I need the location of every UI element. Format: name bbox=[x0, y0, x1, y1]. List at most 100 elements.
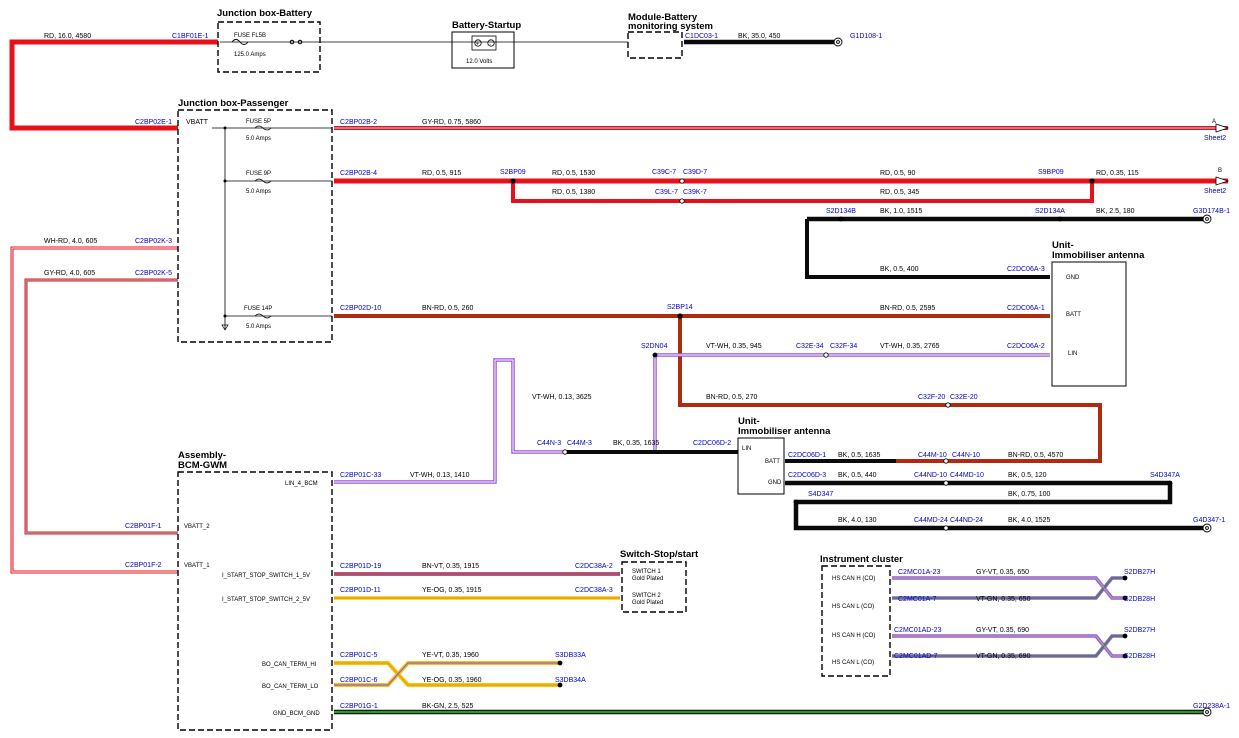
conn-c2bp01c5[interactable]: C2BP01C-5 bbox=[340, 652, 377, 659]
conn-c2dc06d2[interactable]: C2DC06D-2 bbox=[693, 440, 731, 447]
conn-c2bp02k3[interactable]: C2BP02K-3 bbox=[135, 238, 172, 245]
wire-rd-battery-feed[interactable] bbox=[9, 39, 218, 131]
conn-s3db33a[interactable]: S3DB33A bbox=[555, 652, 586, 659]
fuse-9p-amps: 5.0 Amps bbox=[246, 189, 271, 195]
wire-cluster-can-pairs[interactable] bbox=[892, 576, 1125, 658]
conn-c39l7[interactable]: C39L-7 bbox=[655, 189, 678, 196]
svg-text:+: + bbox=[476, 42, 479, 48]
junction-box-battery[interactable] bbox=[217, 21, 321, 73]
wire-label-bk05-440: BK, 0.5, 440 bbox=[838, 472, 877, 479]
wire-label-vtwh-2765: VT-WH, 0.35, 2765 bbox=[880, 343, 940, 350]
conn-c2bp02d10[interactable]: C2BP02D-10 bbox=[340, 305, 381, 312]
conn-c2mc01a7[interactable]: C2MC01A-7 bbox=[898, 596, 937, 603]
conn-c2bp01d19[interactable]: C2BP01D-19 bbox=[340, 563, 381, 570]
conn-c44md24[interactable]: C44MD-24 bbox=[914, 517, 948, 524]
conn-c1bf01e1[interactable]: C1BF01E-1 bbox=[172, 33, 209, 40]
conn-c39k7[interactable]: C39K-7 bbox=[683, 189, 707, 196]
conn-c32e20[interactable]: C32E-20 bbox=[950, 394, 978, 401]
conn-s2db27h-1[interactable]: S2DB27H bbox=[1124, 569, 1155, 576]
conn-s2dn04[interactable]: S2DN04 bbox=[641, 343, 668, 350]
conn-c44md10[interactable]: C44MD-10 bbox=[950, 472, 984, 479]
sheet-a-label[interactable]: Sheet2 bbox=[1204, 135, 1226, 142]
conn-s2bp14[interactable]: S2BP14 bbox=[667, 304, 693, 311]
battery-volts: 12.0 Volts bbox=[466, 59, 492, 65]
conn-c2dc38a2[interactable]: C2DC38A-2 bbox=[575, 563, 613, 570]
conn-c44nd24[interactable]: C44ND-24 bbox=[950, 517, 983, 524]
fuse-9p-name: FUSE 9P bbox=[246, 171, 271, 177]
wire-bk-ground-upper[interactable] bbox=[805, 216, 1205, 279]
wire-label-bk035-1635: BK, 0.35, 1635 bbox=[613, 440, 659, 447]
wire-label-gyrd4: GY-RD, 4.0, 605 bbox=[44, 270, 95, 277]
conn-c44nd10[interactable]: C44ND-10 bbox=[914, 472, 947, 479]
wire-bnrd-network[interactable] bbox=[334, 314, 1102, 463]
svg-text:-: - bbox=[490, 42, 492, 48]
conn-c2mc01a23[interactable]: C2MC01A-23 bbox=[898, 569, 941, 576]
conn-g1d1081[interactable]: G1D108-1 bbox=[850, 33, 882, 40]
conn-c39c7[interactable]: C39C-7 bbox=[652, 169, 676, 176]
conn-c2dc06d3[interactable]: C2DC06D-3 bbox=[788, 472, 826, 479]
conn-c2bp01g1[interactable]: C2BP01G-1 bbox=[340, 703, 378, 710]
instrument-cluster[interactable] bbox=[821, 565, 891, 677]
battery-monitoring-module[interactable] bbox=[627, 31, 683, 59]
immobiliser-antenna-mid[interactable] bbox=[737, 437, 785, 495]
wire-whrd-gyrd-feeds[interactable] bbox=[10, 246, 178, 574]
conn-c2bp02b2[interactable]: C2BP02B-2 bbox=[340, 119, 377, 126]
conn-g2d2381[interactable]: G2D238A-1 bbox=[1193, 703, 1230, 710]
conn-c2dc06a3[interactable]: C2DC06A-3 bbox=[1007, 266, 1045, 273]
conn-g3d174b1[interactable]: G3D174B-1 bbox=[1193, 208, 1230, 215]
conn-s2db28h-2[interactable]: S2DB28H bbox=[1124, 653, 1155, 660]
conn-c2dc06d1[interactable]: C2DC06D-1 bbox=[788, 452, 826, 459]
conn-c2dc38a3[interactable]: C2DC38A-3 bbox=[575, 587, 613, 594]
conn-c2bp02k5[interactable]: C2BP02K-5 bbox=[135, 270, 172, 277]
switch-stop-start[interactable] bbox=[621, 561, 687, 613]
conn-s2d134b[interactable]: S2D134B bbox=[826, 208, 856, 215]
conn-c39d7[interactable]: C39D-7 bbox=[683, 169, 707, 176]
conn-c1dc031[interactable]: C1DC03-1 bbox=[685, 33, 718, 40]
conn-s2d134a[interactable]: S2D134A bbox=[1035, 208, 1065, 215]
conn-g4d3471[interactable]: G4D347-1 bbox=[1193, 517, 1225, 524]
fuse-14p-name: FUSE 14P bbox=[244, 306, 272, 312]
junction-box-passenger[interactable] bbox=[177, 109, 333, 343]
cluster-pin-1: HS CAN H (CO) bbox=[832, 576, 875, 582]
wire-can-term-pair[interactable] bbox=[334, 661, 560, 687]
bcm-pin-lin: LIN_4_BCM bbox=[285, 481, 318, 487]
conn-c2mc01ad23[interactable]: C2MC01AD-23 bbox=[894, 627, 942, 634]
immob-mid-pin-batt: BATT bbox=[765, 459, 780, 465]
conn-c2bp01c6[interactable]: C2BP01C-6 bbox=[340, 677, 377, 684]
conn-c2dc06a2[interactable]: C2DC06A-2 bbox=[1007, 343, 1045, 350]
fuse-14p-amps: 5.0 Amps bbox=[246, 324, 271, 330]
conn-c44m10[interactable]: C44M-10 bbox=[918, 452, 947, 459]
conn-s4d347[interactable]: S4D347 bbox=[808, 491, 833, 498]
conn-s2bp09[interactable]: S2BP09 bbox=[500, 169, 526, 176]
sheet-b-label[interactable]: Sheet2 bbox=[1204, 188, 1226, 195]
conn-c32f34[interactable]: C32F-34 bbox=[830, 343, 857, 350]
wire-label-rd05-90: RD, 0.5, 90 bbox=[880, 170, 916, 177]
conn-s4d347a[interactable]: S4D347A bbox=[1150, 472, 1180, 479]
immob-top-pin-lin: LIN bbox=[1068, 351, 1077, 357]
bcm-pin-ss1: I_START_STOP_SWITCH_1_5V bbox=[222, 573, 310, 579]
conn-c2bp01d11[interactable]: C2BP01D-11 bbox=[340, 587, 381, 594]
conn-c44n3[interactable]: C44N-3 bbox=[537, 440, 561, 447]
conn-s2db28h-1[interactable]: S2DB28H bbox=[1124, 596, 1155, 603]
conn-c2bp02b4[interactable]: C2BP02B-4 bbox=[340, 170, 377, 177]
conn-s3db34a[interactable]: S3DB34A bbox=[555, 677, 586, 684]
wire-rd-sheet-b[interactable] bbox=[334, 178, 1228, 203]
immobiliser-antenna-top[interactable] bbox=[1051, 261, 1127, 387]
conn-s2db27h-2[interactable]: S2DB27H bbox=[1124, 627, 1155, 634]
wire-label-bk05-120: BK, 0.5, 120 bbox=[1008, 472, 1047, 479]
conn-c2dc06a1[interactable]: C2DC06A-1 bbox=[1007, 305, 1045, 312]
wire-label-rd05-345: RD, 0.5, 345 bbox=[880, 189, 919, 196]
conn-c2bp01f1[interactable]: C2BP01F-1 bbox=[125, 523, 162, 530]
conn-c2bp01c33[interactable]: C2BP01C-33 bbox=[340, 472, 381, 479]
bcm-gwm-assembly[interactable] bbox=[177, 471, 333, 731]
conn-s9bp09[interactable]: S9BP09 bbox=[1038, 169, 1064, 176]
conn-c32f20[interactable]: C32F-20 bbox=[918, 394, 945, 401]
conn-c44n10[interactable]: C44N-10 bbox=[952, 452, 980, 459]
battery-startup-box[interactable]: + - bbox=[451, 31, 515, 69]
conn-c2bp01f2[interactable]: C2BP01F-2 bbox=[125, 562, 162, 569]
conn-c32e34[interactable]: C32E-34 bbox=[796, 343, 824, 350]
conn-c2mc01ad7[interactable]: C2MC01AD-7 bbox=[894, 653, 938, 660]
conn-c44m3[interactable]: C44M-3 bbox=[567, 440, 592, 447]
conn-c2bp02e1[interactable]: C2BP02E-1 bbox=[135, 119, 172, 126]
